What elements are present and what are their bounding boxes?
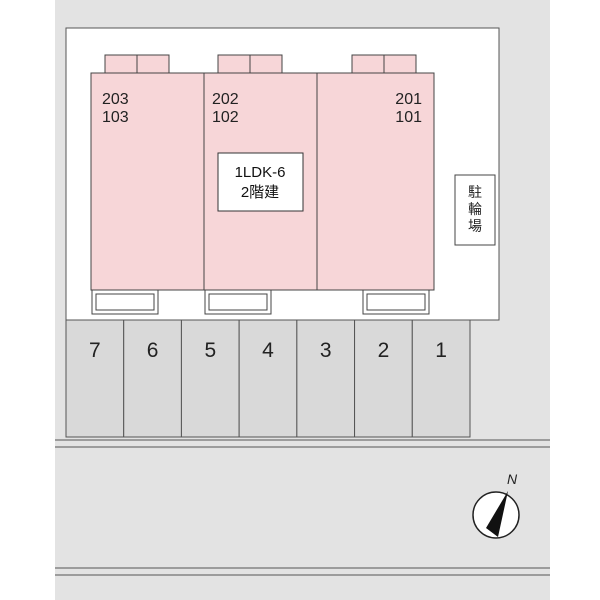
parking-space (296, 319, 356, 438)
bike-parking-char: 駐 (468, 184, 482, 200)
parking-space-number: 3 (320, 339, 332, 362)
parking-space (180, 319, 240, 438)
bike-parking-char: 輪 (468, 201, 482, 217)
parking-space-number: 4 (262, 339, 274, 362)
parking-space-number: 2 (378, 339, 390, 362)
parking-space (411, 319, 471, 438)
parking-space (354, 319, 413, 438)
unit-block-201-101 (316, 72, 435, 291)
balconies-top (104, 54, 417, 74)
floor-plan-type: 1LDK-6 (235, 164, 286, 181)
parking-space-number: 7 (89, 339, 101, 362)
parking-space-number: 6 (147, 339, 159, 362)
bike-parking-char: 場 (468, 218, 482, 234)
unit-label-lower: 101 (395, 109, 422, 126)
parking-space-number: 5 (204, 339, 216, 362)
parking-area: 7 6 5 4 3 2 1 (65, 319, 471, 438)
parking-space (65, 319, 125, 438)
north-label: N (507, 471, 518, 487)
entrances (91, 289, 430, 315)
north-arrow-icon (472, 491, 520, 539)
parking-space-number: 1 (435, 339, 447, 362)
bike-parking (454, 174, 496, 246)
parking-space (238, 319, 298, 438)
floor-plan-info-box (217, 152, 304, 212)
parking-space (123, 319, 182, 438)
unit-label-upper: 201 (395, 91, 422, 108)
unit-label-upper: 202 (212, 91, 239, 108)
road (55, 439, 550, 576)
unit-label-lower: 103 (102, 109, 129, 126)
unit-label-upper: 203 (102, 91, 129, 108)
floor-count: 2階建 (241, 184, 279, 201)
unit-label-lower: 102 (212, 109, 239, 126)
